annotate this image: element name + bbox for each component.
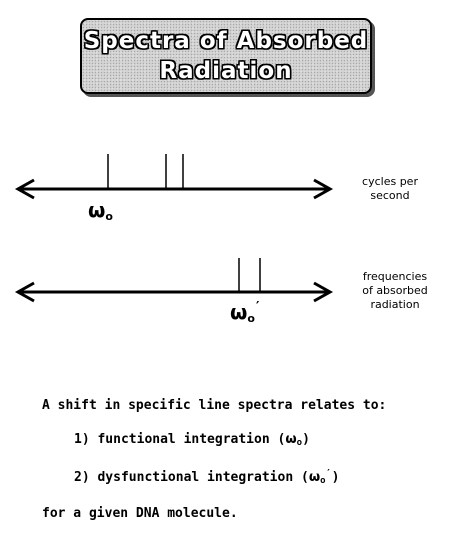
statement-closing: for a given DNA molecule. bbox=[42, 506, 238, 521]
axis-1-label-line-2: second bbox=[370, 189, 410, 202]
omega-symbol: ω bbox=[88, 198, 106, 222]
omega-prime: ′ bbox=[325, 468, 332, 479]
omega-prime: ′ bbox=[255, 300, 260, 315]
axis-1-label: cycles per second bbox=[350, 175, 430, 203]
omega-zero-marker: ωo bbox=[88, 198, 113, 223]
axis-1 bbox=[14, 154, 334, 200]
axis-2 bbox=[14, 258, 334, 303]
statement-intro: A shift in specific line spectra relates… bbox=[42, 398, 387, 413]
item-2-text: 2) dysfunctional integration ( bbox=[74, 470, 309, 485]
axis-1-left-arrowhead bbox=[14, 178, 35, 200]
statement-item-1: 1) functional integration (ωo) bbox=[74, 432, 310, 448]
omega-zero-prime-marker: ωo′ bbox=[230, 300, 259, 325]
omega-subscript: o bbox=[105, 210, 113, 223]
title-line-1: Spectra of Absorbed bbox=[83, 28, 369, 54]
omega-symbol: ω bbox=[285, 432, 297, 447]
title-box: Spectra of Absorbed Radiation bbox=[80, 18, 372, 94]
axis-1-label-line-1: cycles per bbox=[362, 175, 418, 188]
axis-2-right-arrowhead bbox=[313, 281, 334, 303]
omega-subscript: o bbox=[247, 312, 255, 325]
omega-subscript: o bbox=[320, 476, 326, 486]
axis-1-right-arrowhead bbox=[313, 178, 334, 200]
omega-symbol: ω bbox=[230, 300, 248, 324]
item-2-close: ) bbox=[331, 470, 340, 485]
omega-subscript: o bbox=[296, 438, 303, 448]
statement-item-2: 2) dysfunctional integration (ωo′) bbox=[74, 468, 339, 486]
item-1-close: ) bbox=[302, 432, 310, 447]
axis-2-label-line-3: radiation bbox=[370, 298, 420, 311]
axis-2-label-line-2: of absorbed bbox=[362, 284, 428, 297]
axis-2-left-arrowhead bbox=[14, 281, 35, 303]
title-line-2: Radiation bbox=[159, 58, 293, 84]
omega-symbol: ω bbox=[308, 470, 321, 485]
axis-2-label: frequencies of absorbed radiation bbox=[350, 270, 440, 312]
item-1-text: 1) functional integration ( bbox=[74, 432, 286, 447]
axis-2-label-line-1: frequencies bbox=[362, 270, 428, 283]
